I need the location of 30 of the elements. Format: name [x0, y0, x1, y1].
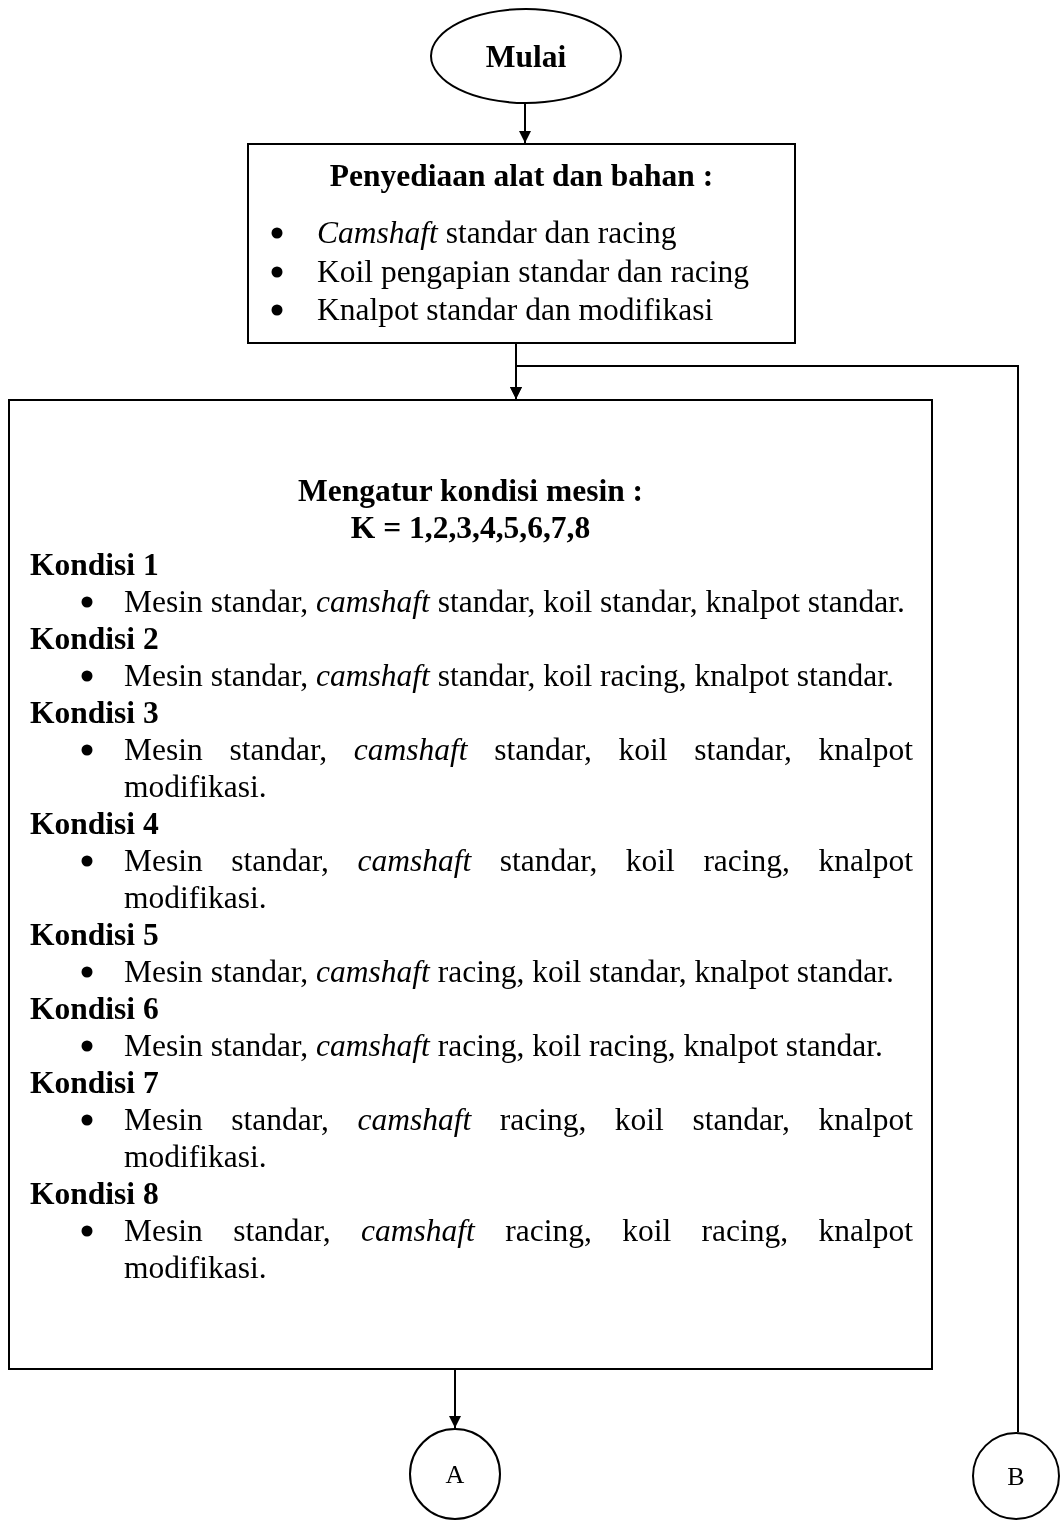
arrow: [449, 1369, 461, 1429]
list-item: Mesin standar, camshaft standar, koil racing, knalpot standar.: [124, 657, 895, 694]
list-item: Camshaft standar dan racing: [317, 214, 678, 252]
arrow: [519, 103, 531, 144]
box-heading: Mengatur kondisi mesin :: [296, 472, 645, 509]
condition-heading: Kondisi 1: [30, 546, 159, 583]
condition-heading: Kondisi 2: [30, 620, 159, 657]
list-item: Mesin standar, camshaft racing, koil standar, knalpot modifikasi.: [124, 1101, 913, 1175]
list-item: Mesin standar, camshaft standar, koil standar, knalpot standar.: [124, 583, 906, 620]
process-box: [8, 399, 933, 1370]
box-heading: Penyediaan alat dan bahan :: [328, 157, 715, 194]
condition-heading: Kondisi 7: [30, 1064, 159, 1101]
list-item: Koil pengapian standar dan racing: [317, 252, 751, 291]
list-item: Mesin standar, camshaft racing, koil racing, knalpot standar.: [124, 1027, 884, 1064]
terminal-label: B: [1007, 1460, 1025, 1493]
condition-heading: Kondisi 6: [30, 990, 159, 1027]
list-item: Mesin standar, camshaft standar, koil standar, knalpot modifikasi.: [124, 731, 913, 805]
condition-heading: Kondisi 3: [30, 694, 159, 731]
box-heading: K = 1,2,3,4,5,6,7,8: [349, 509, 592, 546]
list-item: Mesin standar, camshaft standar, koil racing, knalpot modifikasi.: [124, 842, 913, 916]
terminal-label: A: [445, 1458, 465, 1491]
arrow: [510, 365, 1019, 1433]
terminal-label: Mulai: [485, 37, 567, 75]
condition-heading: Kondisi 5: [30, 916, 159, 953]
list-item: Mesin standar, camshaft racing, koil standar, knalpot standar.: [124, 953, 895, 990]
condition-heading: Kondisi 4: [30, 805, 159, 842]
list-item: Knalpot standar dan modifikasi: [317, 291, 715, 329]
list-item: Mesin standar, camshaft racing, koil racing, knalpot modifikasi.: [124, 1212, 913, 1286]
process-box: [247, 143, 796, 344]
condition-heading: Kondisi 8: [30, 1175, 159, 1212]
